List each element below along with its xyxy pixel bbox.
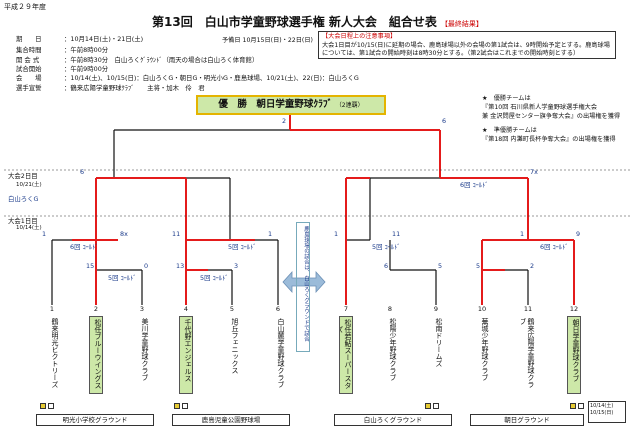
team-number: 8: [387, 305, 393, 313]
score-r2-3: 11: [172, 230, 181, 238]
note-line: ★ 準優勝チームは: [482, 127, 537, 134]
info-opening: 開 会 式：午前8時30分 白山ろくｸﾞﾗｳﾝﾄﾞ（雨天の場合は白山ろく体育館）: [16, 56, 259, 64]
note-r2-8: 6回 ｺｰﾙﾄﾞ: [540, 243, 569, 251]
score-r2-5: 1: [334, 230, 339, 238]
score-r2-2: 8x: [120, 230, 128, 238]
team-name: 蕪城少年野球クラブ: [481, 318, 489, 381]
note-r1-b: 5回 ｺｰﾙﾄﾞ: [200, 274, 229, 282]
team-name: 松南ドリームズ: [435, 318, 443, 367]
team-number: 5: [229, 305, 235, 313]
notice-box: 【大会日程上の注意事項】 大会1日目が10/15(日)に延期の場合、鹿島球場以外…: [318, 31, 616, 59]
note-r2-2: 6回 ｺｰﾙﾄﾞ: [70, 243, 99, 251]
marker-square: [48, 403, 54, 409]
score-r1-d-right: 2: [530, 262, 535, 270]
info-venue: 会 場：10/14(土)、10/15(日)：白山ろくG・朝日G・明光小G・鹿島球…: [16, 74, 359, 82]
marker-square: [40, 403, 46, 409]
venue-hakusanroku: 白山ろくグラウンド: [334, 414, 452, 426]
score-r1-b-right: 3: [234, 262, 239, 270]
score-r2-1: 1: [42, 230, 47, 238]
score-sf-right: 7x: [530, 168, 538, 176]
score-r1-b-left: 13: [176, 262, 185, 270]
day2-venue: 白山ろくG: [8, 195, 39, 203]
team-name: 白山麓学童野球クラブ: [277, 318, 285, 388]
notice-heading: 【大会日程上の注意事項】: [322, 33, 397, 40]
team-name: 美川学童野球クラブ: [141, 318, 149, 381]
note-line: ★ 優勝チームは: [482, 95, 531, 102]
champion-box: 優 勝 朝日学童野球ｸﾗﾌﾞ （2連覇）: [196, 95, 386, 115]
note-r1-a: 5回 ｺｰﾙﾄﾞ: [108, 274, 137, 282]
team-number: 1: [49, 305, 55, 313]
score-final-left: 2: [282, 117, 287, 125]
day2-label: 大会2日目: [8, 172, 38, 180]
score-r2-8: 9: [576, 230, 581, 238]
score-r1-a-left: 15: [86, 262, 95, 270]
date-box: 10/14(土) 10/15(日): [588, 401, 626, 423]
note-line: 『第18回 内灘町長杯争奪大会』の出場権を獲得: [482, 136, 616, 143]
score-r2-6: 11: [392, 230, 401, 238]
champion-sub: （2連覇）: [335, 102, 364, 109]
team-number: 4: [183, 305, 189, 313]
venue-asahi: 朝日グラウンド: [470, 414, 584, 426]
venue-kashima: 鹿島児童公園野球場: [172, 414, 290, 426]
note-line: 『第10回 石川県新人学童野球選手権大会: [482, 104, 598, 111]
team-name: 鶴来明光ビクトリーズ: [51, 318, 59, 388]
team-number: 11: [523, 305, 533, 313]
info-start: 試合開始：午前9時00分: [16, 65, 109, 73]
team-number: 10: [477, 305, 487, 313]
team-number: 2: [93, 305, 99, 313]
marker-square: [433, 403, 439, 409]
score-r1-a-right: 0: [144, 262, 149, 270]
marker-square: [174, 403, 180, 409]
info-date: 期 日：10月14日(土)・21日(土): [16, 35, 144, 43]
date-line: 10/14(土): [590, 403, 614, 409]
fiscal-year: 平成２９年度: [4, 3, 46, 11]
day2-date: 10/21(土): [16, 182, 42, 188]
qualification-notes: ★ 優勝チームは 『第10回 石川県新人学童野球選手権大会 兼 金沢問屋センター…: [482, 94, 620, 144]
relocation-note: 鹿島球場の試合は、白山ろくグラウンドで試合: [296, 222, 310, 352]
info-gather-time: 集合時間：午前8時00分: [16, 46, 109, 54]
title-text: 第13回 白山市学童野球選手権 新人大会 組合せ表: [152, 15, 437, 29]
marker-square: [182, 403, 188, 409]
score-r2-4: 1: [268, 230, 273, 238]
team-name-advanced: 松任若鮎スーパースターズ: [339, 316, 353, 394]
team-name-advanced: 朝日学童野球クラブ: [567, 316, 581, 394]
note-r2-4: 5回 ｺｰﾙﾄﾞ: [228, 243, 257, 251]
note-line: 兼 金沢問屋センター旗争奪大会』の出場権を獲得: [482, 113, 621, 120]
team-number: 12: [569, 305, 579, 313]
team-name: 松陽少年野球クラブ: [389, 318, 397, 381]
note-sf-right: 6回 ｺｰﾙﾄﾞ: [460, 181, 489, 189]
score-r1-c-left: 6: [384, 262, 389, 270]
score-r1-c-right: 5: [438, 262, 443, 270]
team-name: 旭丘フェニックス: [231, 318, 239, 374]
alternate-dates: 予備日 10月15日(日)・22日(日): [222, 37, 313, 44]
marker-square: [578, 403, 584, 409]
result-tag: 【最終結果】: [440, 20, 483, 28]
venue-meiko: 明光小学校グラウンド: [36, 414, 154, 426]
notice-body: 大会1日目が10/15(日)に延期の場合、鹿島球場以外の会場の第1試合は、9時開…: [322, 41, 610, 58]
score-r1-d-left: 5: [476, 262, 481, 270]
note-r2-6: 5回 ｺｰﾙﾄﾞ: [372, 243, 401, 251]
score-r2-7: 1: [520, 230, 525, 238]
day1-label: 大会1日目: [8, 217, 38, 225]
page-title: 第13回 白山市学童野球選手権 新人大会 組合せ表【最終結果】: [0, 13, 635, 30]
day1-date: 10/14(土): [16, 225, 42, 231]
team-name-advanced: 松任ブルーウイングス: [89, 316, 103, 394]
team-name: 鶴来広陽学童野球クラブ: [521, 318, 535, 388]
marker-square: [570, 403, 576, 409]
team-number: 3: [139, 305, 145, 313]
marker-square: [425, 403, 431, 409]
score-sf-left: 6: [80, 168, 85, 176]
score-final-right: 6: [442, 117, 447, 125]
champion-label: 優 勝 朝日学童野球ｸﾗﾌﾞ: [218, 99, 333, 110]
date-line: 10/15(日): [590, 410, 614, 416]
team-name-advanced: 千代野エンジェルス: [179, 316, 193, 394]
team-number: 7: [343, 305, 349, 313]
team-number: 6: [275, 305, 281, 313]
team-number: 9: [433, 305, 439, 313]
info-oath: 選手宣誓：鶴来広陽学童野球ｸﾗﾌﾞ 主将・加木 伶 君: [16, 84, 205, 92]
